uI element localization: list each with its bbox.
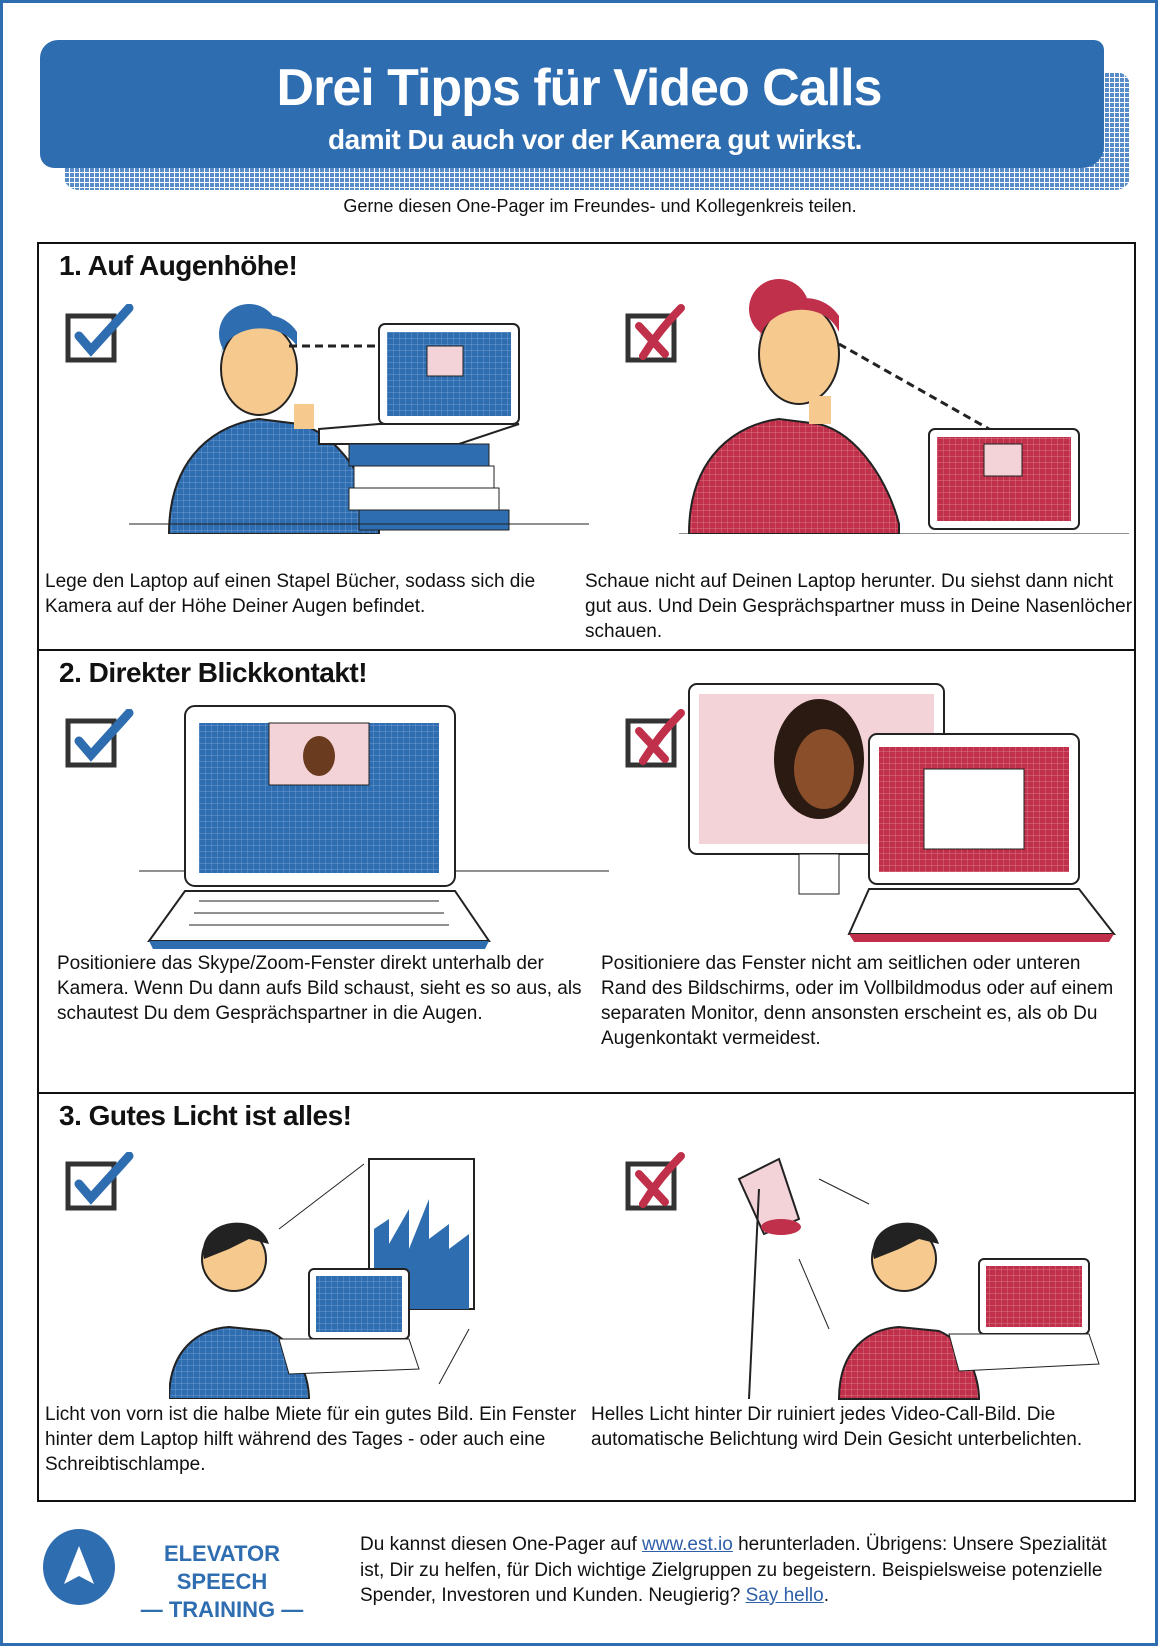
bad-eye-level-illustration [679,279,1129,534]
say-hello-link[interactable]: Say hello [745,1585,824,1606]
page-title: Drei Tipps für Video Calls [276,59,883,117]
website-link[interactable]: www.est.io [642,1534,733,1555]
section-eye-contact: 2. Direkter Blickkontakt! Positioniere d… [39,651,1134,1094]
logo-line-1: ELEVATOR SPEECH [163,1541,281,1594]
checkmark-icon [65,709,135,769]
section-title: 2. Direkter Blickkontakt! [59,657,368,688]
footer-text-3: . [823,1585,830,1606]
checkmark-icon [65,304,135,364]
cross-icon [625,1152,695,1212]
footer-text-1: Du kannst diesen One-Pager auf [360,1534,643,1555]
logo-line-2: — TRAINING — [140,1597,304,1622]
footer-text: Du kannst diesen One-Pager auf www.est.i… [360,1532,1120,1609]
tips-container: 1. Auf Augenhöhe! Lege den Laptop auf ei… [37,242,1136,1502]
good-caption: Lege den Laptop auf einen Stapel Bücher,… [45,571,536,617]
bad-caption: Helles Licht hinter Dir ruiniert jedes V… [591,1404,1083,1450]
page-subtitle: damit Du auch vor der Kamera gut wirkst. [328,124,862,155]
section-lighting: 3. Gutes Licht ist alles! Licht von vorn… [39,1094,1134,1504]
footer-text-2: herunterladen. Übrigens: Unsere Speziali… [360,1534,1107,1606]
good-lighting-illustration [169,1158,475,1399]
section-title: 3. Gutes Licht ist alles! [59,1100,352,1131]
good-caption: Positioniere das Skype/Zoom-Fenster dire… [57,953,582,1024]
bad-lighting-illustration [737,1157,1100,1400]
section-eye-level: 1. Auf Augenhöhe! Lege den Laptop auf ei… [39,244,1134,651]
bad-caption: Positioniere das Fenster nicht am seitli… [601,953,1114,1049]
elevator-speech-logo-icon [43,1529,115,1605]
title-banner [40,40,1104,168]
section-title: 1. Auf Augenhöhe! [59,250,298,281]
logo-wordmark: ELEVATOR SPEECH — TRAINING — [122,1540,322,1624]
bad-caption: Schaue nicht auf Deinen Laptop herunter.… [585,571,1133,642]
share-note: Gerne diesen One-Pager im Freundes- und … [343,196,857,216]
good-window-position-illustration [139,705,609,949]
good-caption: Licht von vorn ist die halbe Miete für e… [45,1404,577,1475]
good-eye-level-illustration [129,304,589,534]
checkmark-icon [65,1152,135,1212]
bad-window-position-illustration [688,683,1117,942]
